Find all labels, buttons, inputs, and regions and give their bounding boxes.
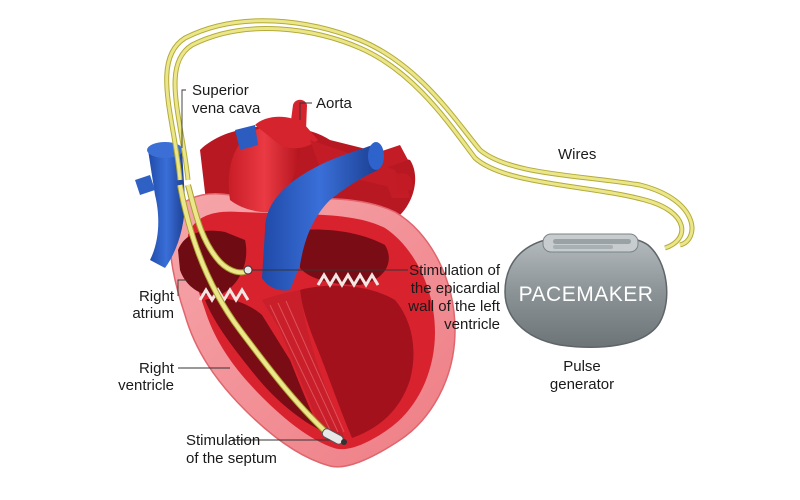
pulmonary-opening: [368, 142, 384, 170]
label-stimulation-lv-2: the epicardial: [411, 280, 500, 297]
pacemaker-device: PACEMAKER: [504, 233, 668, 348]
label-stimulation-lv-1: Stimulation of: [409, 262, 501, 279]
tricuspid-valve: [198, 287, 250, 303]
label-superior-vena-cava-2: vena cava: [192, 100, 261, 117]
electrode-tip-left-ventricle: [243, 265, 253, 275]
superior-vena-cava: [148, 145, 185, 268]
pacemaker-wires: [164, 18, 695, 445]
label-superior-vena-cava-1: Superior: [192, 82, 249, 99]
label-stimulation-septum-1: Stimulation: [186, 432, 260, 449]
aorta-branch-1: [290, 99, 307, 130]
left-ventricle-cavity: [300, 285, 414, 438]
device-name: PACEMAKER: [519, 283, 654, 306]
label-pulse-generator-2: generator: [550, 376, 614, 393]
label-aorta: Aorta: [316, 95, 353, 112]
label-stimulation-septum-2: of the septum: [186, 450, 277, 467]
label-stimulation-lv-3: wall of the left: [407, 298, 501, 315]
label-wires: Wires: [558, 146, 596, 163]
mitral-valve: [316, 272, 380, 288]
label-right-atrium-2: atrium: [132, 305, 174, 322]
label-right-ventricle-2: ventricle: [118, 377, 174, 394]
label-stimulation-lv-4: ventricle: [444, 316, 500, 333]
left-atrium-cavity: [300, 229, 389, 285]
label-right-atrium-1: Right: [139, 288, 175, 305]
label-right-ventricle-1: Right: [139, 360, 175, 377]
labels: Superior vena cava Aorta Wires Right atr…: [118, 82, 614, 467]
pulmonary-artery: [262, 145, 378, 291]
label-pulse-generator-1: Pulse: [563, 358, 601, 375]
